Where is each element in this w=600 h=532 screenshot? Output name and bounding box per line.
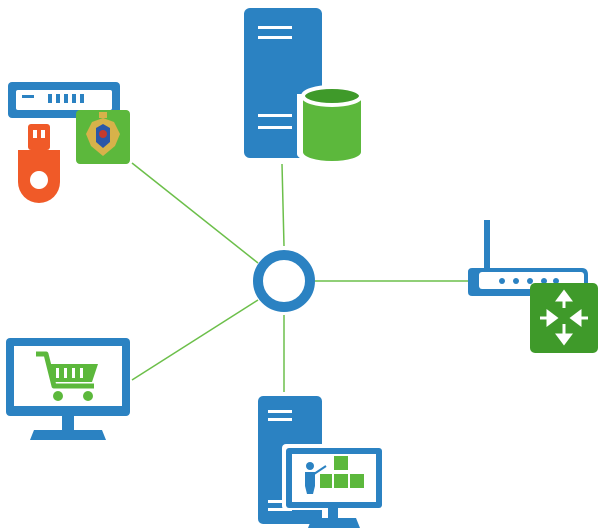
shopping-cart-icon [36, 351, 98, 401]
connections [131, 162, 468, 392]
edge-hub-token-and-certificate [131, 162, 259, 264]
server-presentation-monitor-icon [258, 396, 386, 528]
router-icon [468, 220, 598, 353]
russian-coat-of-arms-emblem [76, 110, 130, 164]
arrows-converge-icon [540, 289, 588, 346]
hub-ring-icon [253, 250, 315, 312]
presenter-icon [305, 462, 327, 494]
blocks-chart-icon [320, 456, 364, 488]
edge-hub-ecommerce-workstation [131, 299, 259, 381]
server-database-icon [244, 8, 367, 164]
usb-token-certificate-icon [8, 82, 130, 203]
shopping-cart-monitor-icon [6, 338, 130, 440]
edge-hub-database-server [281, 163, 285, 247]
